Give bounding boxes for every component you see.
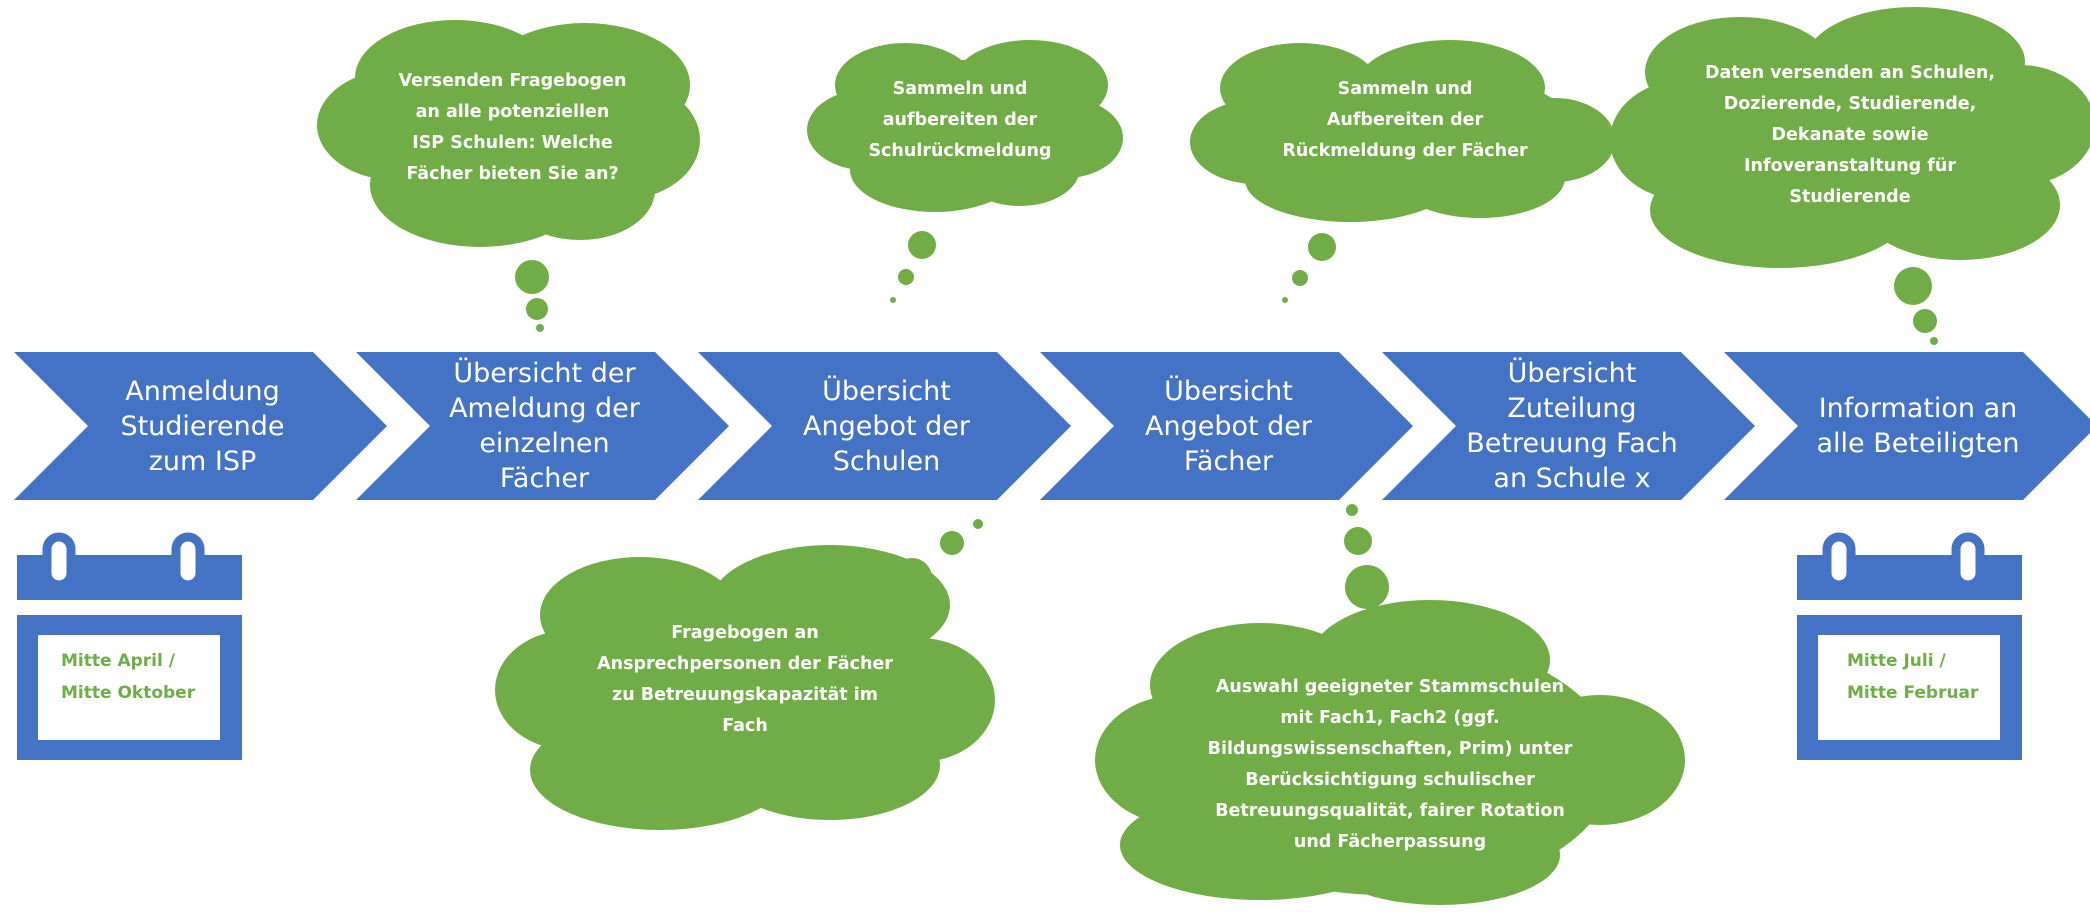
step-label-1: Anmeldung Studierende zum ISP xyxy=(120,375,285,477)
step-chevron-6 xyxy=(1724,352,2090,500)
step-chevron-4 xyxy=(1040,352,1413,500)
thought-cloud-1 xyxy=(317,20,700,332)
thought-cloud-6 xyxy=(1095,504,1685,905)
step-chevron-3 xyxy=(698,352,1071,500)
step-label-2: Übersicht der Ameldung der einzelnen Fäc… xyxy=(449,358,640,494)
step-label-5: Übersicht Zuteilung Betreuung Fach an Sc… xyxy=(1466,358,1678,494)
calendar-date-label-1: Mitte April / Mitte Oktober xyxy=(61,651,196,703)
thought-cloud-3 xyxy=(1190,40,1615,303)
step-label-4: Übersicht Angebot der Fächer xyxy=(1144,375,1312,477)
calendar-icon xyxy=(17,532,242,760)
cloud-label-2: Sammeln und aufbereiten der Schulrückmel… xyxy=(868,78,1052,161)
step-label-3: Übersicht Angebot der Schulen xyxy=(802,375,970,477)
thought-cloud-2 xyxy=(807,40,1123,303)
cloud-label-5: Fragebogen an Ansprechpersonen der Fäche… xyxy=(597,623,893,736)
thought-cloud-5 xyxy=(495,519,995,830)
step-label-6: Information an alle Beteiligten xyxy=(1816,393,2020,459)
calendar-icon xyxy=(1797,532,2022,760)
thought-cloud-4 xyxy=(1610,7,2090,345)
cloud-label-3: Sammeln und Aufbereiten der Rückmeldung … xyxy=(1282,78,1528,161)
cloud-shapes xyxy=(317,7,2090,905)
cloud-label-1: Versenden Fragebogen an alle potenzielle… xyxy=(398,70,627,184)
cloud-label-4: Daten versenden an Schulen, Dozierende, … xyxy=(1705,62,1995,207)
chevron-row xyxy=(14,352,2090,500)
cloud-label-6: Auswahl geeigneter Stammschulen mit Fach… xyxy=(1207,677,1573,852)
step-chevron-5 xyxy=(1382,352,1755,500)
step-chevron-2 xyxy=(356,352,729,500)
step-chevron-1 xyxy=(14,352,387,500)
calendar-date-label-2: Mitte Juli / Mitte Februar xyxy=(1847,651,1979,703)
